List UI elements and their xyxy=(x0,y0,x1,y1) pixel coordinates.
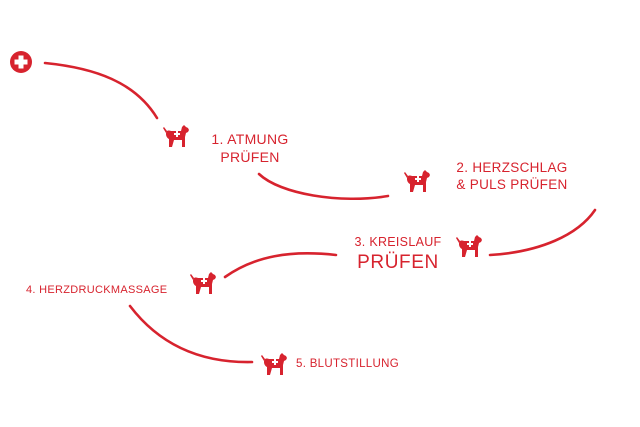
dog-medical-icon xyxy=(190,272,216,294)
path-step3-to-step4 xyxy=(223,252,338,279)
step-4-label: 4. HERZDRUCKMASSAGE xyxy=(26,284,168,296)
path-step1-to-step2 xyxy=(257,172,390,201)
dog-medical-icon xyxy=(404,170,430,192)
path-start-to-step1 xyxy=(43,61,159,120)
step-2-label: 2. HERZSCHLAG & PULS PRÜFEN xyxy=(456,160,568,192)
dog-medical-icon xyxy=(261,353,287,375)
path-step4-to-step5 xyxy=(128,304,254,364)
start-marker xyxy=(10,51,32,73)
step-5-label: 5. BLUTSTILLUNG xyxy=(296,358,399,370)
dog-medical-icon xyxy=(163,125,189,147)
step-3-label: 3. KREISLAUF PRÜFEN xyxy=(354,235,442,273)
dog-medical-icon xyxy=(456,235,482,257)
path-step2-to-step3 xyxy=(488,208,597,257)
step-1-label: 1. ATMUNG PRÜFEN xyxy=(211,131,289,165)
